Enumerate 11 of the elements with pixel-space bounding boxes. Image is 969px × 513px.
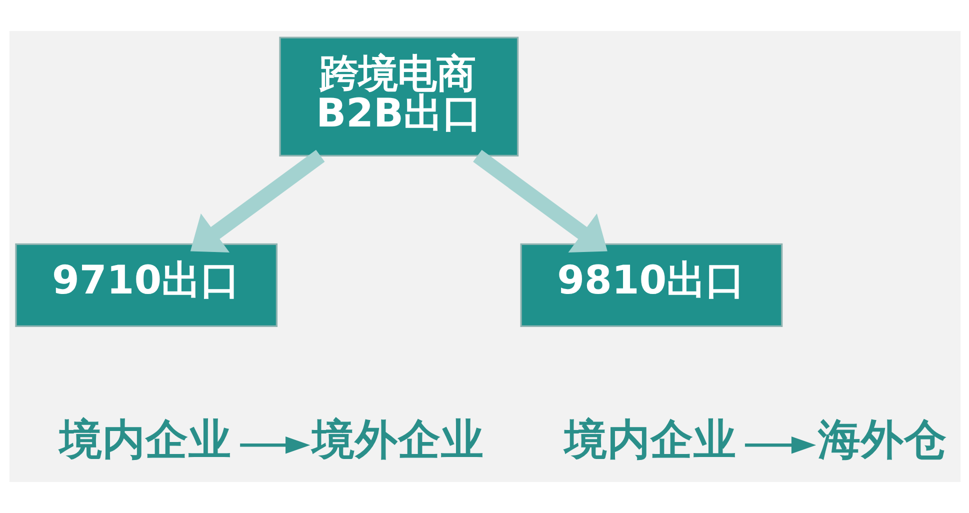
node-text: 境外企业	[311, 414, 484, 465]
arrow	[472, 150, 607, 253]
arrow	[744, 436, 816, 454]
node-box: 9810出口	[520, 243, 782, 328]
node-text: 境内企业	[58, 414, 231, 465]
arrow	[190, 150, 324, 253]
node-box: 9710出口	[14, 243, 278, 328]
node-box: 跨境电商B2B出口	[278, 36, 518, 156]
node-text: 海外仓	[817, 414, 946, 465]
node-text: 境内企业	[564, 414, 736, 465]
arrow	[240, 436, 310, 454]
